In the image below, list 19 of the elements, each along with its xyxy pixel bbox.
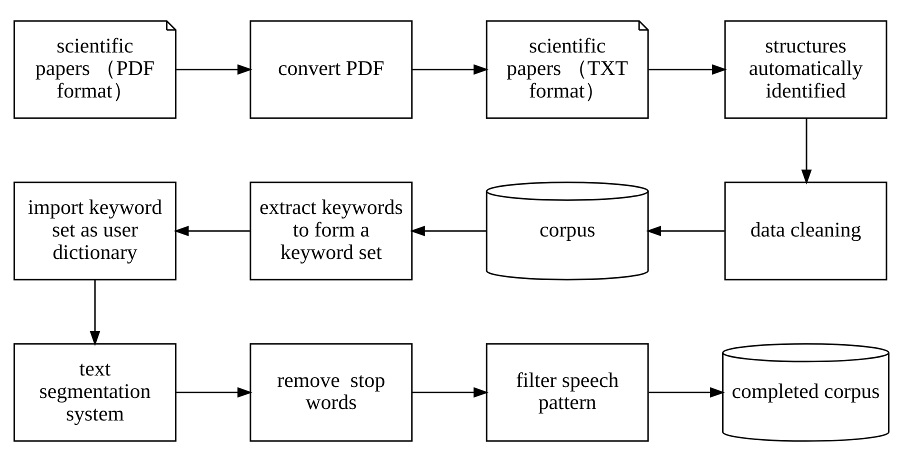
arrow (176, 387, 252, 398)
arrow (90, 280, 100, 346)
arrow (410, 226, 486, 236)
arrow (174, 226, 250, 236)
node-box: remove stop words (250, 343, 413, 442)
node-box: filter speech pattern (486, 343, 649, 442)
arrow (801, 118, 812, 185)
node-box: text segmentation system (14, 343, 176, 442)
arrow (412, 387, 489, 398)
node-box: extract keywords to form a keyword set (250, 182, 413, 280)
arrow (648, 64, 728, 75)
node-box: data cleaning (724, 182, 888, 280)
arrow (176, 64, 252, 75)
arrow (412, 64, 489, 75)
arrow (648, 387, 725, 398)
arrow (646, 226, 724, 236)
node-box: convert PDF (250, 20, 413, 119)
node-box: import keyword set as user dictionary (14, 182, 176, 280)
node-box: structures automatically identified (724, 20, 888, 119)
